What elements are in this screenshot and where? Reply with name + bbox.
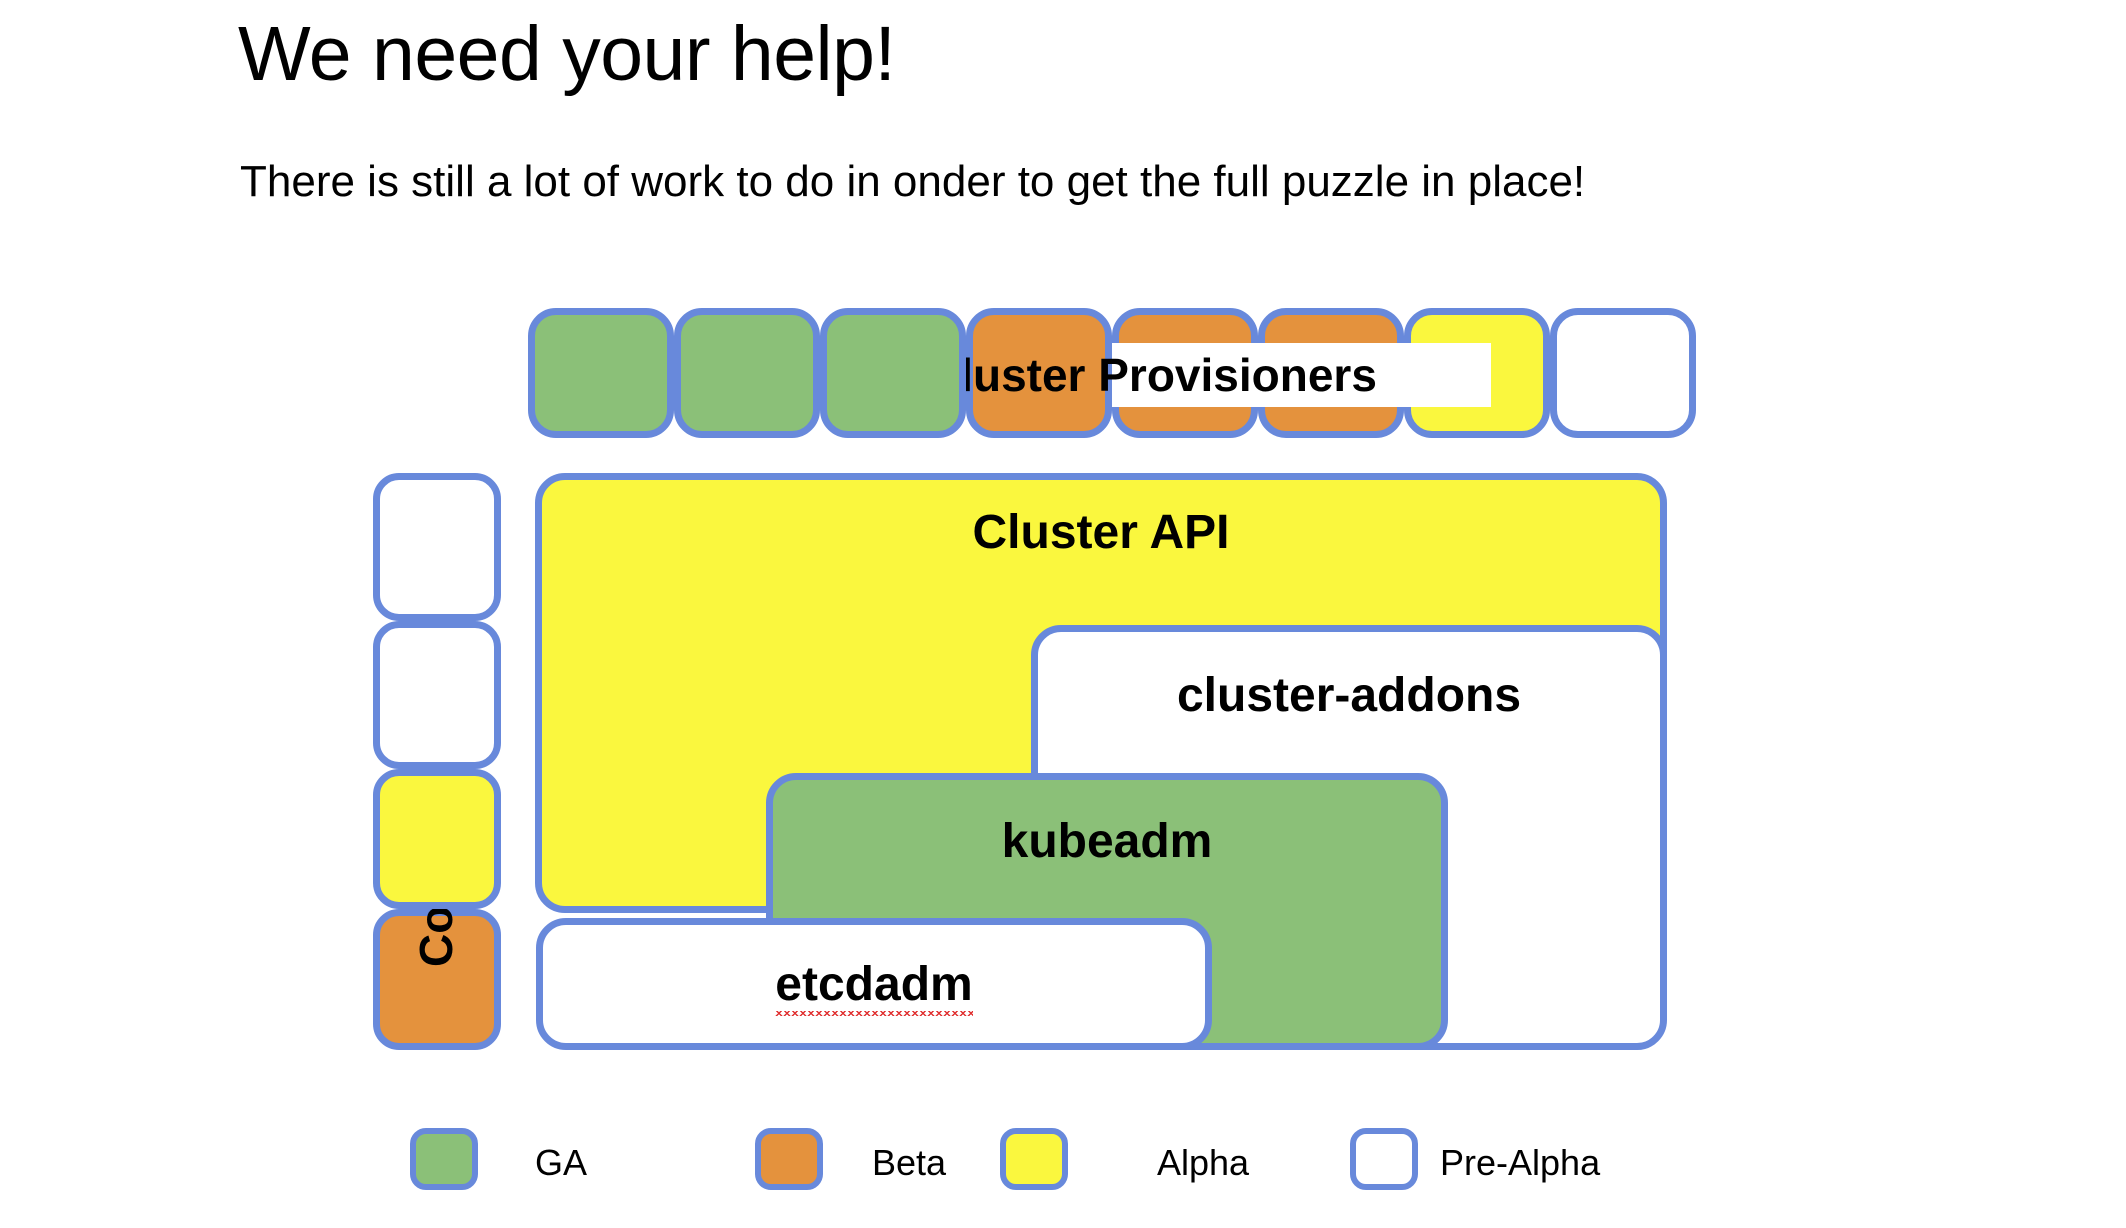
provisioner-tile-2[interactable] bbox=[674, 308, 820, 438]
component-config-tile-3[interactable] bbox=[373, 769, 501, 909]
page-title: We need your help! bbox=[238, 11, 896, 97]
cluster-addons-label: cluster-addons bbox=[1176, 669, 1522, 722]
legend-swatch-ga bbox=[410, 1128, 478, 1190]
cluster-api-label: Cluster API bbox=[972, 506, 1230, 559]
component-config-tile-1[interactable] bbox=[373, 473, 501, 621]
provisioner-tile-4[interactable] bbox=[966, 308, 1112, 438]
provisioner-tile-1[interactable] bbox=[528, 308, 674, 438]
etcdadm-label: etcdadm bbox=[536, 957, 1212, 1016]
legend-label-pre-alpha: Pre-Alpha bbox=[1440, 1142, 1601, 1183]
legend-swatch-alpha bbox=[1000, 1128, 1068, 1190]
page-subtitle: There is still a lot of work to do in on… bbox=[240, 157, 1586, 206]
component-config-tile-2[interactable] bbox=[373, 621, 501, 769]
legend-swatch-pre-alpha bbox=[1350, 1128, 1418, 1190]
legend-label-alpha: Alpha bbox=[1157, 1142, 1250, 1183]
kubeadm-label: kubeadm bbox=[1001, 815, 1213, 868]
legend-swatch-beta bbox=[755, 1128, 823, 1190]
legend-label-ga: GA bbox=[535, 1142, 588, 1183]
etcdadm-label-text: etcdadm bbox=[775, 957, 973, 1016]
component-config-tile-4[interactable] bbox=[373, 909, 501, 1050]
legend-label-beta: Beta bbox=[872, 1142, 947, 1183]
provisioner-tile-3[interactable] bbox=[820, 308, 966, 438]
provisioner-tile-8[interactable] bbox=[1550, 308, 1696, 438]
